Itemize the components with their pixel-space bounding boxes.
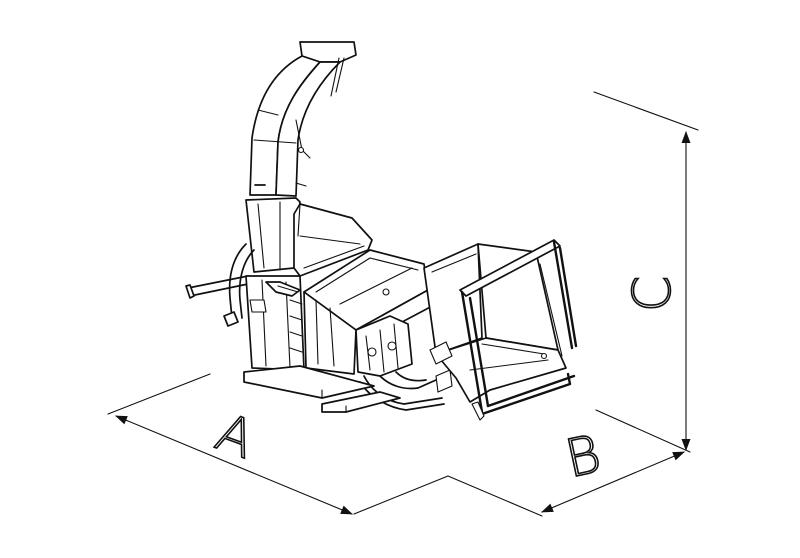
extension-line-b-left xyxy=(353,475,543,517)
dimension-line-b xyxy=(541,451,685,513)
wood-chipper-machine xyxy=(185,41,578,421)
dimension-label-c: C xyxy=(623,276,683,312)
dimension-lines xyxy=(107,91,699,517)
dimension-label-a: A xyxy=(208,402,262,471)
feed-hopper xyxy=(423,239,578,421)
dimension-line-a xyxy=(115,415,353,515)
base-skids xyxy=(243,365,401,413)
chute-hood xyxy=(245,197,373,277)
extension-line-c-bottom xyxy=(595,409,691,453)
discharge-chute xyxy=(249,41,357,197)
main-housing xyxy=(245,275,305,371)
extension-line-c-top xyxy=(593,91,699,131)
extension-line-a-left xyxy=(107,373,211,415)
dimension-label-b: B xyxy=(560,424,606,490)
left-handle-bar xyxy=(185,243,255,327)
